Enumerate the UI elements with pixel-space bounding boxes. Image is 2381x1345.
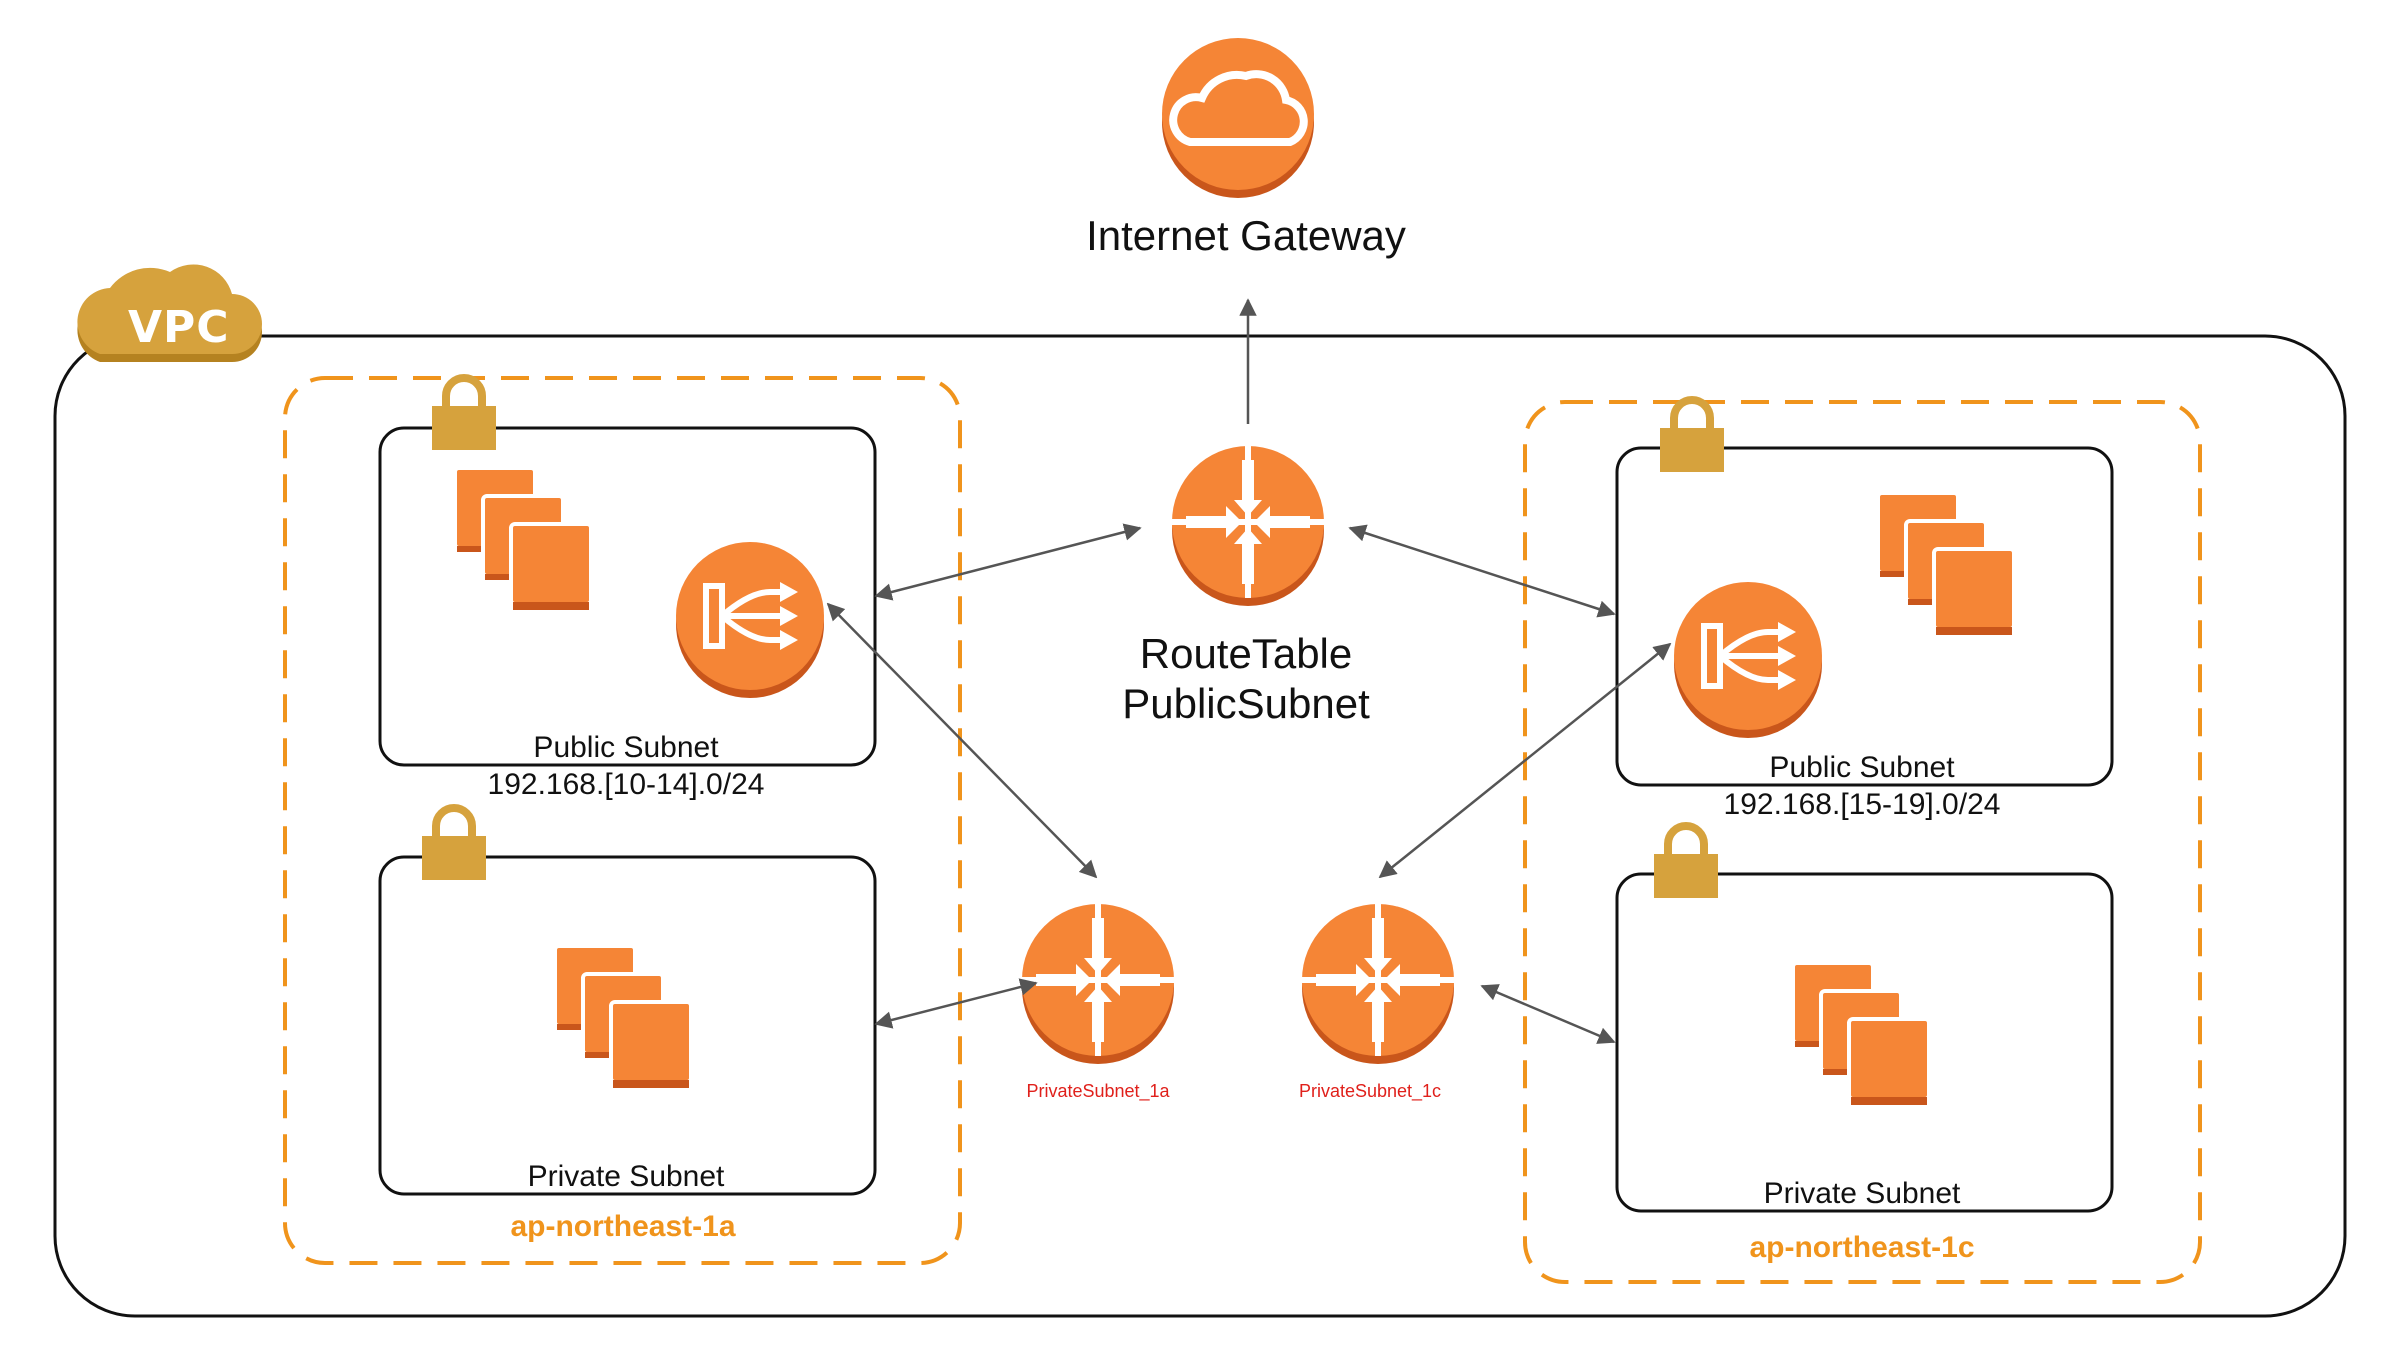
connectors bbox=[826, 298, 1672, 1044]
connector-private1a-rt-1a bbox=[874, 978, 1038, 1029]
nat-gateway-1a-icon bbox=[676, 542, 824, 698]
route-table-private-1a-label: PrivateSubnet_1a bbox=[1026, 1081, 1170, 1101]
public-subnet-1c-label: Public Subnet bbox=[1769, 751, 1955, 784]
vpc-cloud-icon bbox=[77, 264, 262, 362]
private-subnet-1c-label: Private Subnet bbox=[1763, 1177, 1961, 1210]
connector-nat1c-private-rt-1c bbox=[1378, 642, 1672, 879]
internet-gateway-label: Internet Gateway bbox=[1086, 212, 1406, 259]
public-subnet-1a-cidr: 192.168.[10-14].0/24 bbox=[487, 768, 765, 801]
internet-gateway-icon bbox=[1162, 38, 1314, 198]
connector-nat1a-private-rt-1a bbox=[826, 602, 1098, 879]
private-subnet-1a-label: Private Subnet bbox=[527, 1160, 725, 1193]
connector-public1a-routetable bbox=[874, 523, 1142, 601]
public-subnet-1a-lock-icon bbox=[432, 378, 496, 450]
vpc-boundary bbox=[53, 334, 2347, 1318]
az-1a-label: ap-northeast-1a bbox=[510, 1210, 736, 1243]
public-subnet-1c-cidr: 192.168.[15-19].0/24 bbox=[1723, 788, 2001, 821]
route-table-private-1a-icon bbox=[1022, 904, 1174, 1064]
private-subnet-1a-lock-icon bbox=[422, 808, 486, 880]
route-table-public-icon bbox=[1172, 446, 1324, 606]
public-subnet-1c-lock-icon bbox=[1660, 400, 1724, 472]
connector-rt-1c-private1c bbox=[1480, 984, 1616, 1044]
route-table-private-1c-label: PrivateSubnet_1c bbox=[1298, 1081, 1442, 1101]
route-table-public-label-line2: PublicSubnet bbox=[1122, 680, 1370, 727]
nat-gateway-1c-icon bbox=[1674, 582, 1822, 738]
private-subnet-1c-lock-icon bbox=[1654, 826, 1718, 898]
public-subnet-1a-label: Public Subnet bbox=[533, 731, 719, 764]
route-table-public-label-line1: RouteTable bbox=[1139, 630, 1353, 677]
connector-routetable-public1c bbox=[1348, 524, 1616, 618]
az-1c-label: ap-northeast-1c bbox=[1749, 1231, 1975, 1264]
route-table-private-1c-icon bbox=[1302, 904, 1454, 1064]
vpc-label: VPC bbox=[128, 302, 230, 353]
